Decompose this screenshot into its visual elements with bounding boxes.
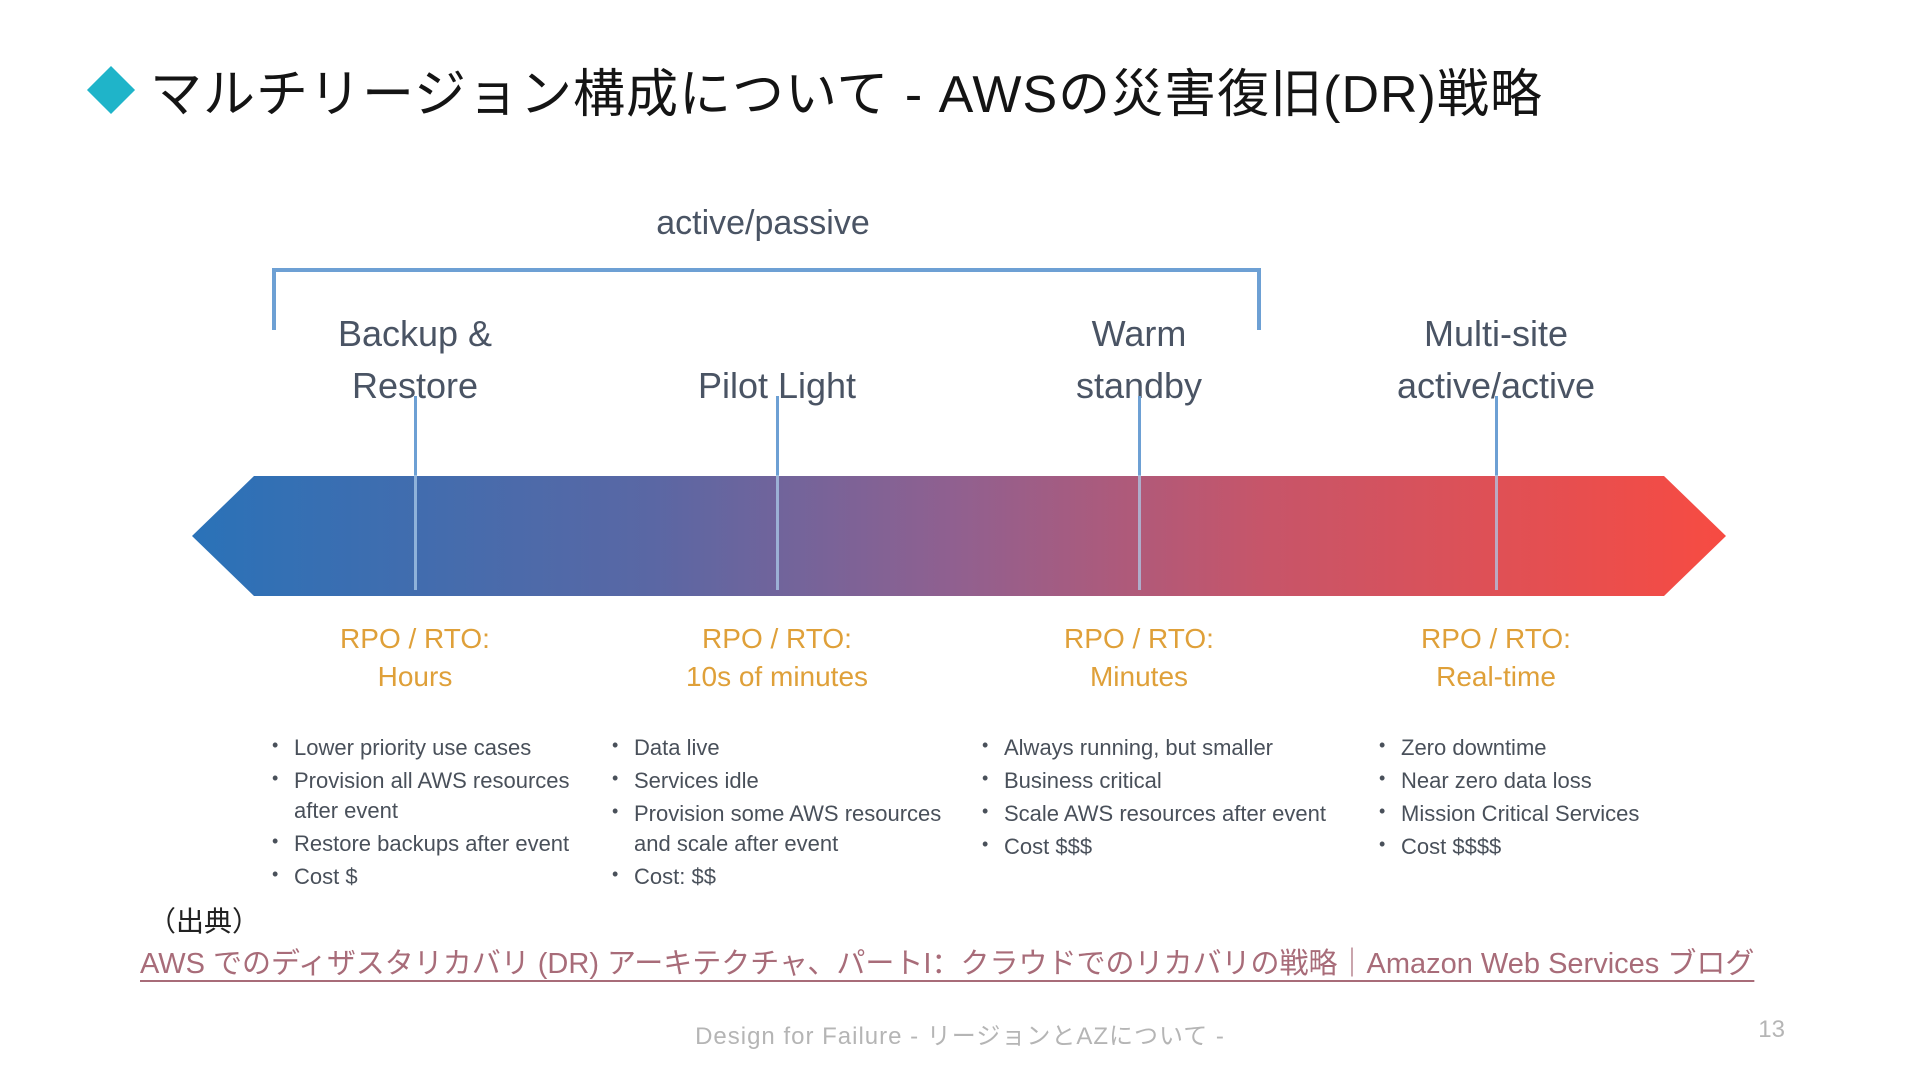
- page-number: 13: [1758, 1016, 1785, 1043]
- rpo-label-warm-standby: RPO / RTO: Minutes: [1064, 623, 1214, 692]
- bullet-item: Cost $$$$: [1375, 832, 1705, 862]
- bullet-list-pilot-light: Data live Services idle Provision some A…: [608, 733, 968, 895]
- bullet-item: Scale AWS resources after event: [978, 799, 1358, 829]
- bullet-item: Cost: $$: [608, 862, 968, 892]
- rpo-label-multi-site: RPO / RTO: Real-time: [1421, 623, 1571, 692]
- page-title: マルチリージョン構成について - AWSの災害復旧(DR)戦略: [150, 66, 1543, 124]
- bullet-item: Near zero data loss: [1375, 766, 1705, 796]
- bullet-item: Cost $$$: [978, 832, 1358, 862]
- bullet-item: Cost $: [268, 862, 608, 892]
- title-row: マルチリージョン構成について - AWSの災害復旧(DR)戦略: [86, 52, 1543, 127]
- bracket-label: active/passive: [656, 204, 870, 242]
- strategy-label-backup-restore: Backup & Restore: [337, 312, 493, 406]
- bullet-item: Services idle: [608, 766, 968, 796]
- bullet-item: Mission Critical Services: [1375, 799, 1705, 829]
- bullet-item: Always running, but smaller: [978, 733, 1358, 763]
- source-link[interactable]: AWS でのディザスタリカバリ (DR) アーキテクチャ、パートI：クラウドでの…: [140, 948, 1755, 980]
- bullet-list-multi-site: Zero downtime Near zero data loss Missio…: [1375, 733, 1705, 865]
- gradient-spectrum-arrow: [190, 474, 1728, 598]
- bullet-item: Data live: [608, 733, 968, 763]
- bullet-item: Provision some AWS resources and scale a…: [608, 799, 968, 859]
- bullet-list-backup-restore: Lower priority use cases Provision all A…: [268, 733, 608, 895]
- strategy-label-multi-site: Multi-site active/active: [1396, 312, 1596, 406]
- active-passive-bracket: [272, 268, 1261, 330]
- source-label: （出典）: [148, 906, 261, 937]
- bullet-item: Restore backups after event: [268, 829, 608, 859]
- bullet-list-warm-standby: Always running, but smaller Business cri…: [978, 733, 1358, 865]
- gradient-arrow-svg: [192, 476, 1726, 596]
- strategy-label-pilot-light: Pilot Light: [697, 364, 857, 406]
- diamond-bullet-icon: [86, 65, 136, 114]
- connector-line-multi-site: [1495, 396, 1498, 590]
- connector-line-backup-restore: [414, 396, 417, 590]
- bullet-item: Lower priority use cases: [268, 733, 608, 763]
- connector-line-warm-standby: [1138, 396, 1141, 590]
- strategy-label-warm-standby: Warm standby: [1075, 312, 1203, 406]
- connector-line-pilot-light: [776, 396, 779, 590]
- rpo-label-pilot-light: RPO / RTO: 10s of minutes: [685, 623, 869, 692]
- rpo-label-backup-restore: RPO / RTO: Hours: [340, 623, 490, 692]
- bullet-item: Provision all AWS resources after event: [268, 766, 608, 826]
- bullet-item: Zero downtime: [1375, 733, 1705, 763]
- bullet-item: Business critical: [978, 766, 1358, 796]
- footer-title: Design for Failure - リージョンとAZについて -: [695, 1023, 1225, 1050]
